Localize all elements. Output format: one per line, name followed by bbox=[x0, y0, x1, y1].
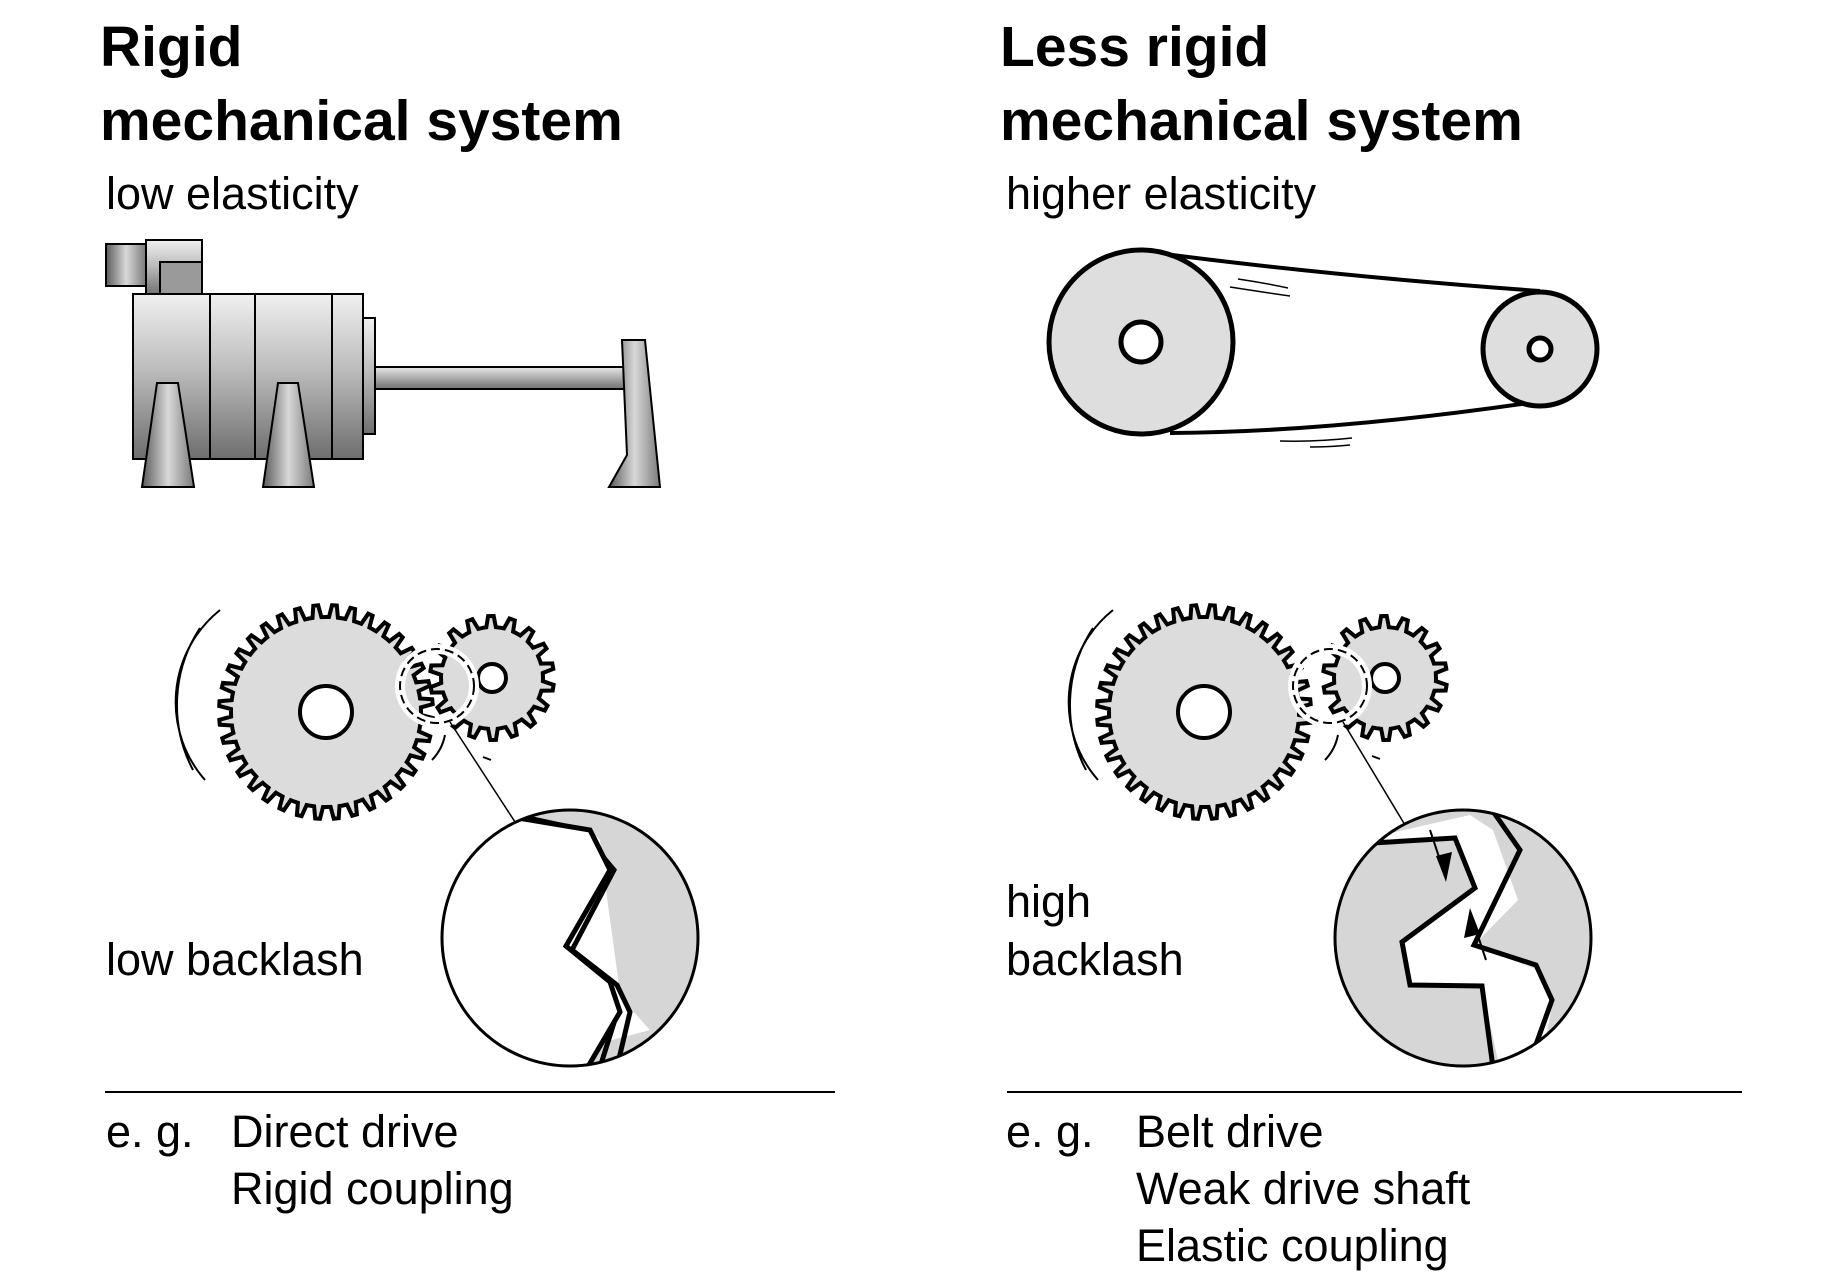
low-backlash-label: low backlash bbox=[106, 934, 364, 985]
left-motion-arcs bbox=[174, 609, 492, 781]
right-mesh-highlight-ring bbox=[1292, 648, 1368, 724]
example-belt-drive: Belt drive bbox=[1136, 1106, 1324, 1157]
left-divider bbox=[105, 1091, 835, 1093]
rigid-system-title: Rigid mechanical system bbox=[100, 10, 623, 158]
high-backlash-label-line1: high bbox=[1006, 876, 1092, 927]
right-small-gear-hub bbox=[1369, 662, 1401, 694]
less-rigid-title-line1: Less rigid bbox=[1000, 15, 1270, 79]
right-tooth-profile-a bbox=[1339, 835, 1497, 1066]
rigid-title-line1: Rigid bbox=[100, 15, 243, 79]
drive-shaft bbox=[374, 366, 626, 390]
large-pulley-hub bbox=[1118, 319, 1164, 365]
left-large-gear-hub bbox=[298, 684, 354, 740]
left-backlash-detail bbox=[440, 808, 700, 1068]
motor-flange bbox=[362, 317, 376, 435]
example-elastic-coupling: Elastic coupling bbox=[1136, 1220, 1449, 1271]
left-examples: e. g. Direct drive Rigid coupling bbox=[106, 1103, 514, 1217]
motor-foot-2 bbox=[261, 382, 316, 488]
right-eg-label: e. g. bbox=[1006, 1106, 1094, 1157]
example-weak-drive-shaft: Weak drive shaft bbox=[1136, 1163, 1471, 1214]
left-mesh-highlight-ring bbox=[399, 648, 475, 724]
less-rigid-title-line2: mechanical system bbox=[1000, 89, 1523, 153]
right-motion-arcs bbox=[1067, 609, 1381, 781]
low-elasticity-label: low elasticity bbox=[106, 168, 359, 219]
motor-direct-drive bbox=[105, 239, 662, 488]
higher-elasticity-label: higher elasticity bbox=[1006, 168, 1317, 219]
belt-vibration-marks bbox=[1229, 278, 1353, 448]
belt-drive bbox=[1046, 247, 1600, 448]
left-tooth-gap-fill bbox=[460, 816, 620, 1066]
left-zoom-leader bbox=[449, 721, 518, 826]
left-example-list: Direct drive Rigid coupling bbox=[231, 1103, 514, 1217]
right-zoom-leader bbox=[1342, 721, 1406, 826]
small-pulley-hub bbox=[1526, 335, 1554, 363]
less-rigid-system-title: Less rigid mechanical system bbox=[1000, 10, 1523, 158]
left-eg-label: e. g. bbox=[106, 1106, 194, 1157]
example-rigid-coupling: Rigid coupling bbox=[231, 1163, 514, 1214]
right-divider bbox=[1007, 1091, 1742, 1093]
right-tooth-profile-b bbox=[1470, 810, 1555, 1066]
right-gear-pair bbox=[1067, 603, 1449, 826]
right-examples: e. g. Belt drive Weak drive shaft Elasti… bbox=[1006, 1103, 1470, 1274]
right-large-gear-hub bbox=[1176, 684, 1232, 740]
motor-terminal-block bbox=[159, 261, 203, 297]
right-example-list: Belt drive Weak drive shaft Elastic coup… bbox=[1136, 1103, 1470, 1274]
rigid-title-line2: mechanical system bbox=[100, 89, 623, 153]
high-backlash-label-line2: backlash bbox=[1006, 934, 1184, 985]
left-gear-pair bbox=[174, 603, 556, 826]
motor-foot-1 bbox=[140, 382, 196, 488]
drive-belt bbox=[1141, 249, 1563, 435]
right-backlash-detail bbox=[1333, 808, 1593, 1068]
example-direct-drive: Direct drive bbox=[231, 1106, 459, 1157]
bearing-support bbox=[607, 339, 662, 488]
left-small-gear-hub bbox=[476, 662, 508, 694]
motor-encoder-box bbox=[105, 243, 147, 287]
